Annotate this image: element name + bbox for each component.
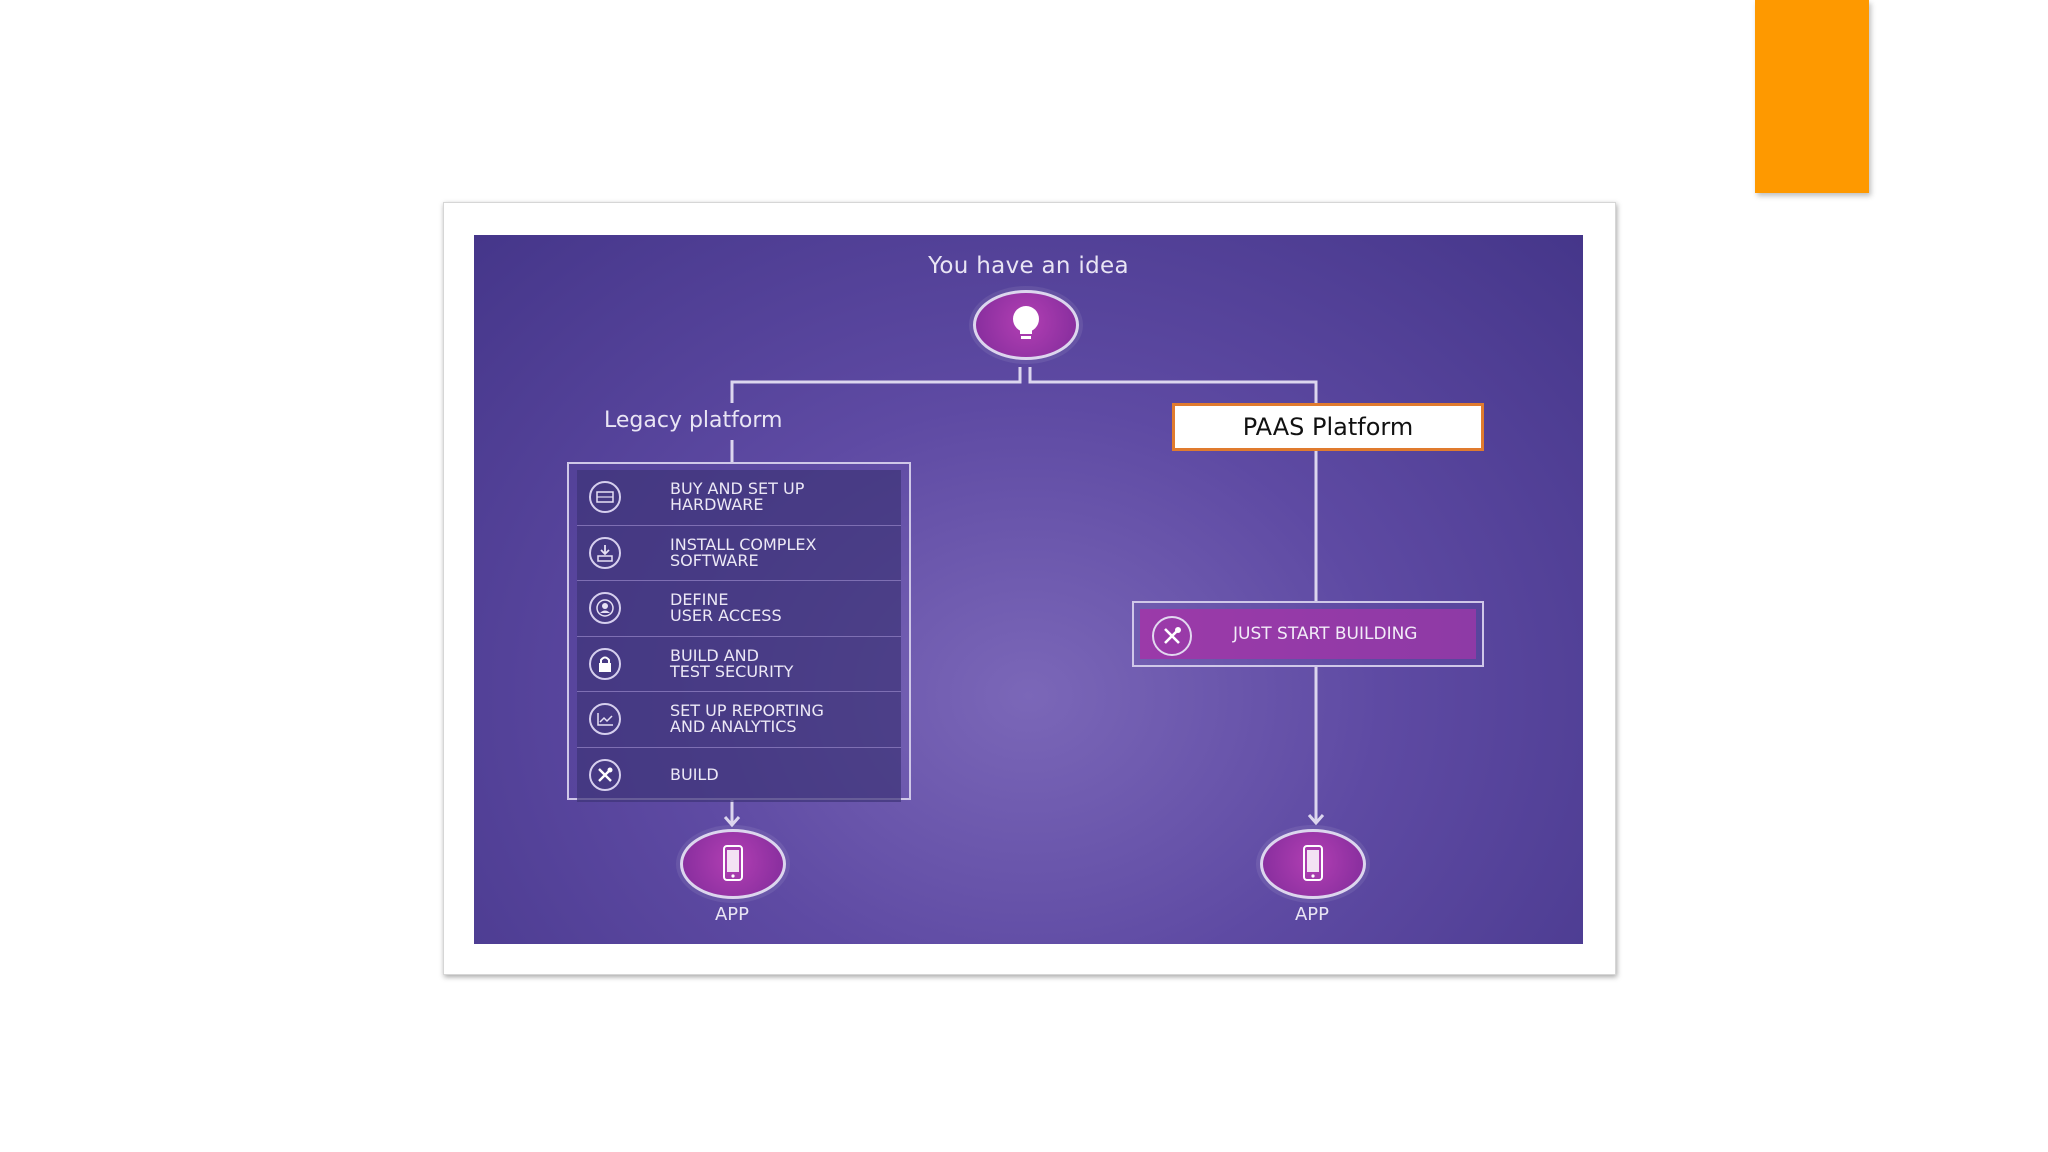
step-line: AND ANALYTICS (670, 717, 797, 737)
step-line: INSTALL COMPLEX (670, 534, 817, 554)
just-start-building-text: JUST START BUILDING (1233, 624, 1418, 644)
install-icon (589, 536, 621, 569)
app-circle-right (1260, 829, 1366, 899)
legacy-step: BUILD (577, 747, 901, 802)
chart-icon (589, 703, 621, 735)
tools-icon (589, 758, 621, 791)
lightbulb-icon (1013, 306, 1039, 339)
tools-icon (1152, 616, 1192, 656)
platform-diagram: You have an idea Legacy platform BUY AND… (474, 235, 1583, 944)
step-line: BUILD (670, 764, 719, 784)
step-line: TEST SECURITY (670, 661, 794, 681)
paas-platform-label: PAAS Platform (1172, 403, 1484, 451)
connector-lines (723, 367, 1325, 828)
step-line: USER ACCESS (670, 606, 782, 626)
just-start-building-box: JUST START BUILDING (1132, 601, 1484, 667)
app-label-right: APP (1294, 904, 1330, 925)
diagram-title: You have an idea (928, 253, 1129, 279)
accent-bar (1755, 0, 1869, 193)
step-line: BUY AND SET UP (670, 479, 805, 499)
legacy-platform-label: Legacy platform (604, 408, 783, 433)
step-line: HARDWARE (670, 495, 764, 515)
step-line: SET UP REPORTING (670, 701, 824, 721)
mobile-phone-icon (723, 845, 743, 881)
hardware-icon (589, 481, 621, 513)
step-line: DEFINE (670, 590, 729, 610)
step-line: BUILD AND (670, 645, 759, 665)
idea-circle (973, 290, 1079, 360)
user-icon (589, 592, 621, 624)
app-circle-left (680, 829, 786, 899)
mobile-phone-icon (1303, 845, 1323, 881)
app-label-left: APP (714, 904, 750, 925)
lock-icon (589, 647, 621, 680)
step-line: SOFTWARE (670, 550, 759, 570)
